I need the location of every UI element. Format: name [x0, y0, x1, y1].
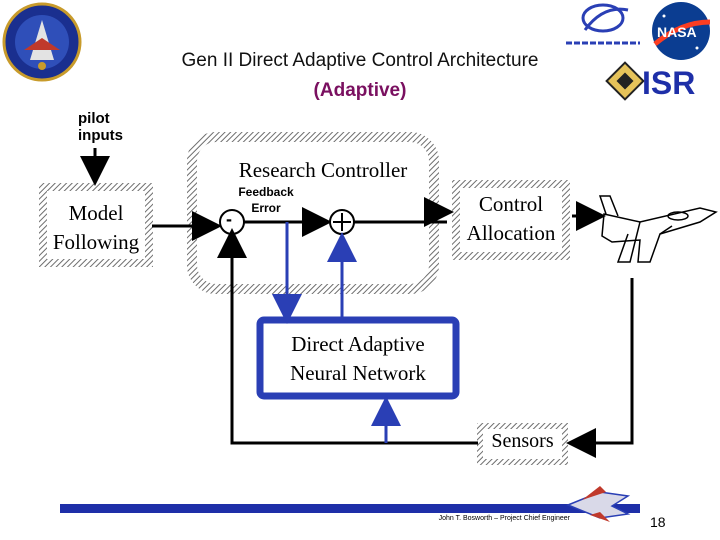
footer-author: John T. Bosworth – Project Chief Enginee…	[438, 515, 570, 522]
pilot-inputs-label: pilot inputs	[78, 110, 123, 144]
page-title: Gen II Direct Adaptive Control Architect…	[181, 50, 539, 71]
nasa-logo-text: NASA	[657, 24, 697, 40]
boeing-logo	[566, 3, 640, 45]
sensors-feedback-line	[217, 228, 478, 445]
model-following-label: Model Following	[52, 201, 140, 254]
model-following-box	[39, 183, 153, 267]
footer-bar	[60, 504, 640, 513]
control-allocation-box	[452, 180, 570, 260]
neural-network-label: Direct Adaptive Neural Network	[290, 332, 426, 385]
footer-aircraft-logo	[566, 486, 631, 522]
neural-network-box	[256, 316, 460, 400]
isr-logo-text: ISR	[642, 65, 695, 101]
aircraft-to-sensors-line	[566, 278, 634, 458]
isr-text-logo: ISR	[642, 65, 695, 101]
page-number: 18	[650, 514, 666, 530]
feedback-error-label: Feedback Error	[238, 185, 294, 215]
control-allocation-label: Control Allocation	[466, 192, 556, 245]
page-subtitle: (Adaptive)	[313, 80, 407, 101]
minus-sign-label: -	[226, 209, 232, 229]
sensors-label: Sensors	[491, 430, 554, 452]
mission-patch-logo	[2, 2, 82, 82]
aircraft-icon	[598, 195, 718, 263]
sensors-box	[477, 423, 568, 465]
nasa-logo	[652, 2, 711, 60]
research-controller-label: Research Controller	[238, 158, 408, 182]
isr-emblem-icon	[605, 61, 645, 101]
